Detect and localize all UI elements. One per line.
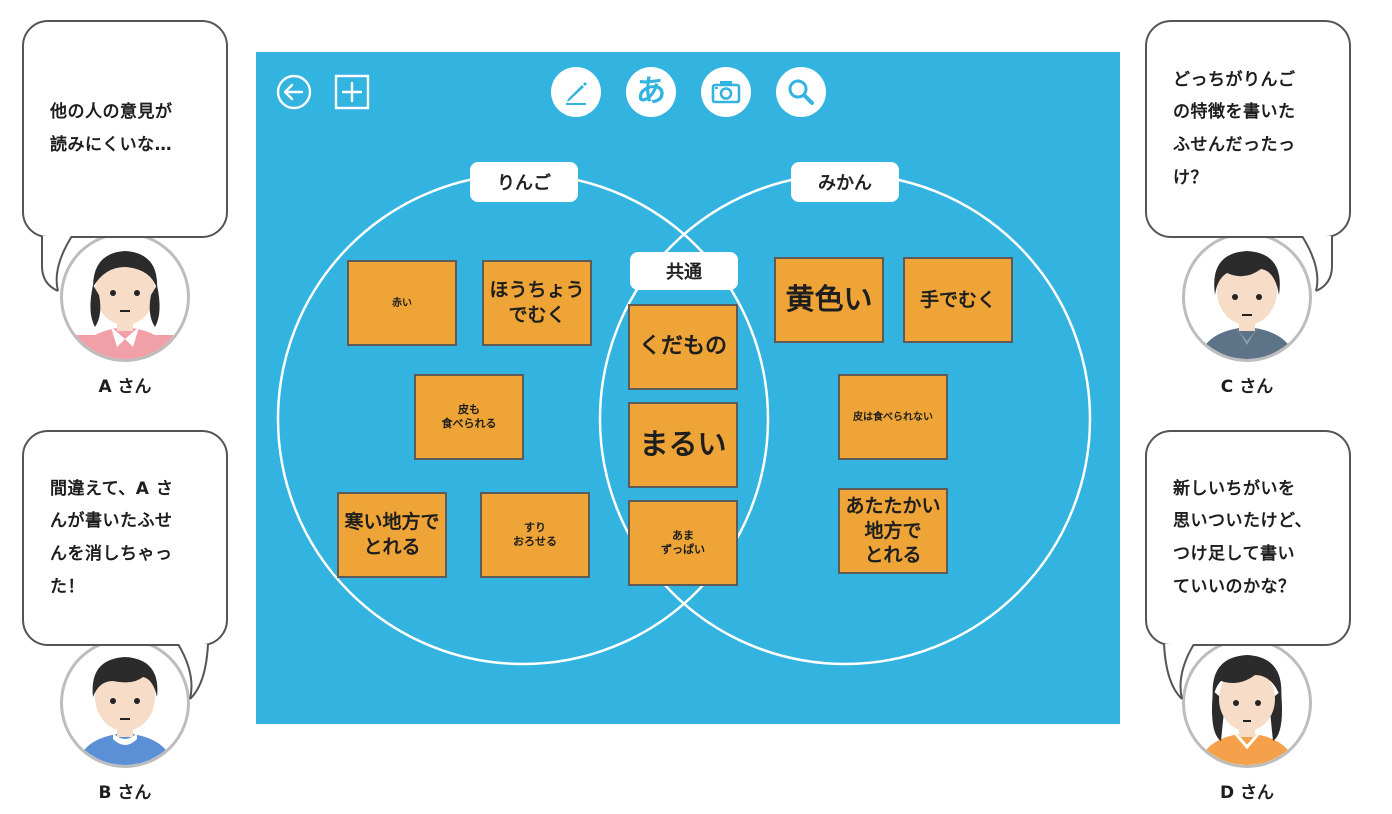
sticky-note[interactable]: 手でむく	[903, 257, 1013, 343]
add-button[interactable]	[334, 74, 370, 110]
person-name-b: B さん	[98, 783, 152, 803]
speech-bubble-tail	[1301, 236, 1333, 292]
text-icon: あ	[636, 74, 666, 109]
camera-icon	[711, 81, 741, 104]
back-arrow-icon	[276, 74, 312, 110]
avatar-b	[60, 638, 190, 768]
sticky-note[interactable]: まるい	[628, 402, 738, 488]
speech-bubble-c: どっちがりんご の特徴を書いた ふせんだったっ け？	[1145, 20, 1351, 238]
sticky-note[interactable]: あま ずっぱい	[628, 500, 738, 586]
sticky-note[interactable]: くだもの	[628, 304, 738, 390]
speech-bubble-d: 新しいちがいを 思いついたけど、 つけ足して書い ていいのかな？	[1145, 430, 1351, 646]
text-tool-button[interactable]: あ	[626, 67, 676, 117]
speech-bubble-tail	[41, 236, 73, 292]
avatar-a	[60, 232, 190, 362]
sticky-note[interactable]: 赤い	[347, 260, 457, 346]
pencil-icon	[566, 82, 587, 105]
ringo-label: りんご	[470, 162, 578, 202]
speech-bubble-a: 他の人の意見が 読みにくいな…	[22, 20, 228, 238]
sticky-note[interactable]: すり おろせる	[480, 492, 590, 578]
person-name-c: C さん	[1220, 377, 1274, 397]
pen-tool-button[interactable]	[551, 67, 601, 117]
sticky-note[interactable]: 黄色い	[774, 257, 884, 343]
add-icon	[334, 74, 370, 110]
person-name-a: A さん	[98, 377, 152, 397]
back-button[interactable]	[276, 74, 312, 110]
mikan-label: みかん	[791, 162, 899, 202]
avatar-c	[1182, 232, 1312, 362]
sticky-note[interactable]: 皮は食べられない	[838, 374, 948, 460]
camera-tool-button[interactable]	[701, 67, 751, 117]
speech-bubble-tail	[177, 644, 209, 700]
sticky-note[interactable]: ほうちょう でむく	[482, 260, 592, 346]
speech-bubble-b: 間違えて、A さ んが書いたふせ んを消しちゃっ た！	[22, 430, 228, 646]
sticky-note[interactable]: あたたかい 地方で とれる	[838, 488, 948, 574]
common-label: 共通	[630, 252, 738, 290]
sticky-note[interactable]: 寒い地方で とれる	[337, 492, 447, 578]
person-name-d: D さん	[1219, 783, 1275, 803]
search-tool-button[interactable]	[776, 67, 826, 117]
sticky-note[interactable]: 皮も 食べられる	[414, 374, 524, 460]
whiteboard[interactable]: あ りんご みかん 共通 赤い ほうちょう でむく 皮も 食べられる 寒い地方で…	[256, 52, 1120, 724]
search-icon	[788, 79, 814, 105]
speech-bubble-tail	[1163, 644, 1195, 700]
avatar-d	[1182, 638, 1312, 768]
